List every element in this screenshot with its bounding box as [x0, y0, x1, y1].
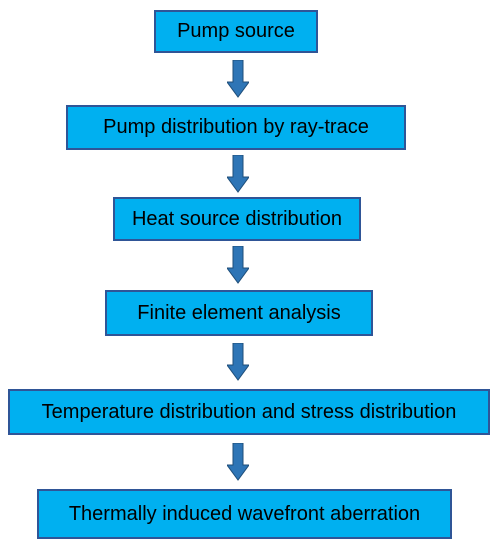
step-heat-source: Heat source distribution: [113, 197, 361, 241]
step-label: Heat source distribution: [131, 207, 343, 230]
step-finite-element: Finite element analysis: [105, 290, 373, 336]
arrow-down-icon: [227, 155, 249, 193]
step-label: Pump distribution by ray-trace: [103, 116, 369, 138]
arrow-down-icon: [227, 246, 249, 284]
step-label: Finite element analysis: [137, 301, 341, 324]
step-label: Pump source: [177, 20, 295, 42]
arrow-down-icon: [227, 343, 249, 381]
arrow-down-icon: [227, 60, 249, 98]
step-pump-distribution: Pump distribution by ray-trace: [66, 105, 406, 150]
step-temperature-stress: Temperature distribution and stress dist…: [8, 389, 490, 435]
step-label: Thermally induced wavefront aberration: [68, 502, 421, 525]
step-wavefront-aberration: Thermally induced wavefront aberration: [37, 489, 452, 539]
step-label: Temperature distribution and stress dist…: [41, 400, 457, 423]
step-pump-source: Pump source: [154, 10, 318, 53]
arrow-down-icon: [227, 443, 249, 481]
